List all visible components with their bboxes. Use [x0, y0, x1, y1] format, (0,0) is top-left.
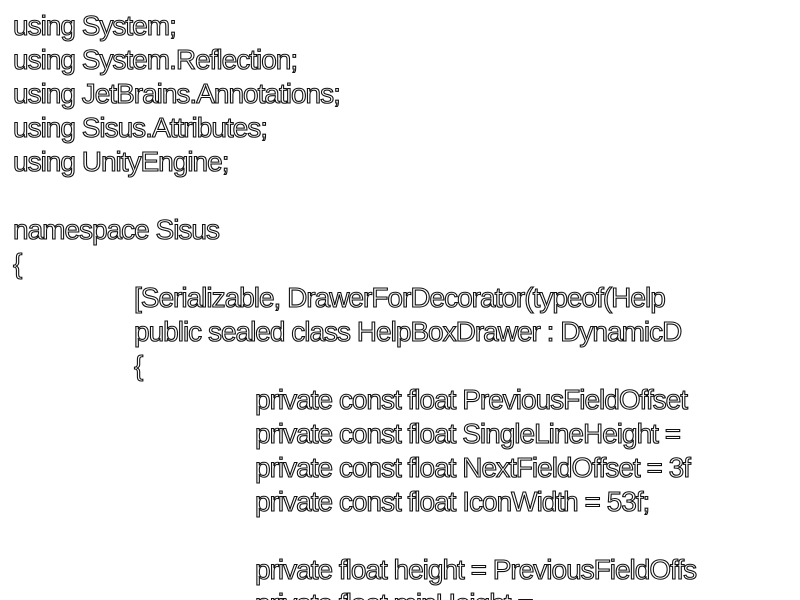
- code-line: {: [12, 247, 22, 279]
- code-line: using JetBrains.Annotations;: [12, 77, 341, 109]
- code-line: [13, 179, 696, 213]
- code-line: private float minHeight =: [13, 587, 696, 600]
- code-line: private const float IconWidth = 53f;: [254, 485, 650, 517]
- code-line: [13, 519, 696, 553]
- code-line: using UnityEngine;: [12, 145, 230, 177]
- code-view[interactable]: using System;using System.Reflection;usi…: [12, 9, 697, 600]
- code-line: private const float PreviousFieldOffset: [254, 383, 688, 415]
- code-line: using System;: [12, 9, 177, 41]
- code-line: private float height = PreviousFieldOffs: [254, 553, 697, 585]
- code-line: [Serializable, DrawerForDecorator(typeof…: [133, 281, 666, 313]
- code-line: namespace Sisus: [12, 213, 220, 245]
- code-line: using Sisus.Attributes;: [12, 111, 268, 143]
- code-line: {: [133, 349, 143, 381]
- code-line: private const float NextFieldOffset = 3f: [254, 451, 691, 483]
- code-line: using System.Reflection;: [12, 43, 298, 75]
- code-line: public sealed class HelpBoxDrawer : Dyna…: [133, 315, 682, 347]
- code-line: private const float SingleLineHeight =: [254, 417, 681, 449]
